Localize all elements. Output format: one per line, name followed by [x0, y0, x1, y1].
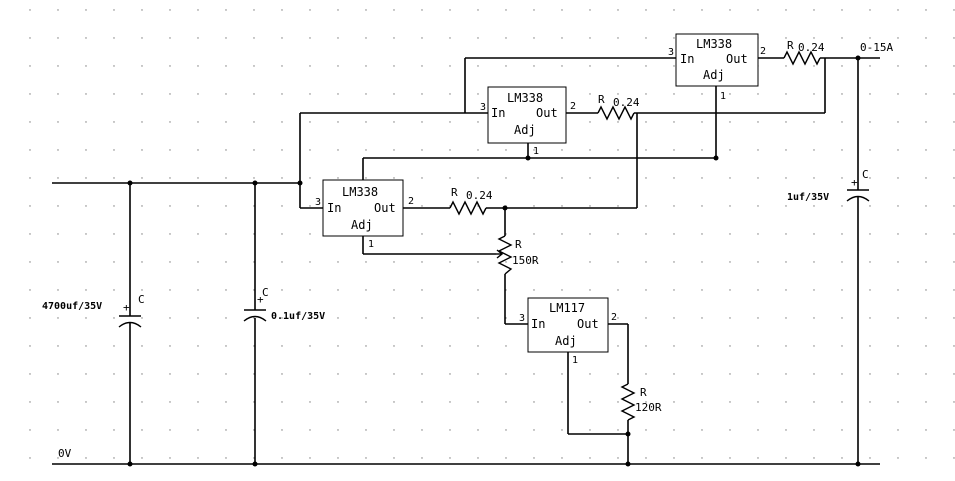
- junction-dot: [252, 180, 258, 186]
- pin-number-in: 3: [519, 313, 525, 324]
- pin-number-in: 3: [668, 47, 674, 58]
- resistor-ref: R: [451, 186, 458, 199]
- pin-out-label: Out: [536, 106, 558, 120]
- net-label-ground: 0V: [58, 447, 72, 460]
- polarity-plus: +: [257, 293, 264, 306]
- pin-in-label: In: [680, 52, 694, 66]
- pin-number-out: 2: [570, 101, 576, 112]
- pin-out-label: Out: [726, 52, 748, 66]
- regulator-name: LM338: [342, 185, 378, 199]
- resistor-120r: R 120R: [620, 383, 662, 421]
- regulator-lm338-top: LM338 In Out Adj 3 2 1: [668, 33, 766, 102]
- junction-dot: [502, 205, 508, 211]
- capacitor-ref: C: [862, 168, 869, 181]
- polarity-plus: +: [123, 301, 130, 314]
- pin-out-label: Out: [577, 317, 599, 331]
- capacitor-value: 0.1uf/35V: [271, 311, 325, 322]
- resistor-value: 0.24: [613, 96, 640, 109]
- potentiometer-150r: R 150R: [496, 235, 539, 275]
- junction-dot: [625, 461, 631, 467]
- junctions: [127, 55, 861, 467]
- pin-adj-label: Adj: [555, 334, 577, 348]
- resistor-top: R 0.24: [783, 39, 825, 66]
- pin-in-label: In: [491, 106, 505, 120]
- grid-dots: [29, 9, 955, 459]
- resistor-value: 150R: [512, 254, 539, 267]
- pin-out-label: Out: [374, 201, 396, 215]
- regulator-lm117: LM117 In Out Adj 3 2 1: [519, 297, 617, 366]
- junction-dot: [252, 461, 258, 467]
- junction-dot: [713, 155, 719, 161]
- pin-number-out: 2: [611, 312, 617, 323]
- resistor-ref: R: [515, 238, 522, 251]
- junction-dot: [525, 155, 531, 161]
- capacitor-value: 1uf/35V: [787, 192, 829, 203]
- junction-dot: [855, 461, 861, 467]
- wires: [52, 57, 880, 465]
- net-label-output: 0-15A: [860, 41, 893, 54]
- regulator-name: LM338: [696, 37, 732, 51]
- junction-dot: [297, 180, 303, 186]
- pin-adj-label: Adj: [514, 123, 536, 137]
- resistor-middle: R 0.24: [597, 93, 640, 121]
- pin-number-out: 2: [760, 46, 766, 57]
- regulator-lm338-bottom: LM338 In Out Adj 3 2 1: [315, 179, 414, 250]
- junction-dot: [127, 180, 133, 186]
- resistor-value: 0.24: [466, 189, 493, 202]
- capacitor-ref: C: [262, 286, 269, 299]
- regulator-lm338-middle: LM338 In Out Adj 3 2 1: [480, 86, 576, 157]
- regulator-name: LM117: [549, 301, 585, 315]
- capacitor-value: 4700uf/35V: [42, 301, 102, 312]
- resistor-value: 120R: [635, 401, 662, 414]
- junction-dot: [127, 461, 133, 467]
- pin-number-adj: 1: [533, 146, 539, 157]
- polarity-plus: +: [851, 176, 858, 189]
- pin-number-out: 2: [408, 196, 414, 207]
- capacitor-1uf: + C 1uf/35V: [787, 168, 870, 203]
- pin-number-in: 3: [315, 197, 321, 208]
- pin-in-label: In: [327, 201, 341, 215]
- capacitor-0-1uf: + C 0.1uf/35V: [243, 286, 325, 322]
- resistor-ref: R: [640, 386, 647, 399]
- pin-number-in: 3: [480, 102, 486, 113]
- pin-adj-label: Adj: [703, 68, 725, 82]
- pin-number-adj: 1: [368, 239, 374, 250]
- capacitor-4700uf: + C 4700uf/35V: [42, 293, 145, 328]
- pin-in-label: In: [531, 317, 545, 331]
- resistor-ref: R: [598, 93, 605, 106]
- resistor-value: 0.24: [798, 41, 825, 54]
- resistor-ref: R: [787, 39, 794, 52]
- resistor-bottom: R 0.24: [449, 186, 493, 216]
- pin-number-adj: 1: [720, 91, 726, 102]
- regulator-name: LM338: [507, 91, 543, 105]
- junction-dot: [625, 431, 631, 437]
- pin-adj-label: Adj: [351, 218, 373, 232]
- junction-dot: [855, 55, 861, 61]
- pin-number-adj: 1: [572, 355, 578, 366]
- capacitor-ref: C: [138, 293, 145, 306]
